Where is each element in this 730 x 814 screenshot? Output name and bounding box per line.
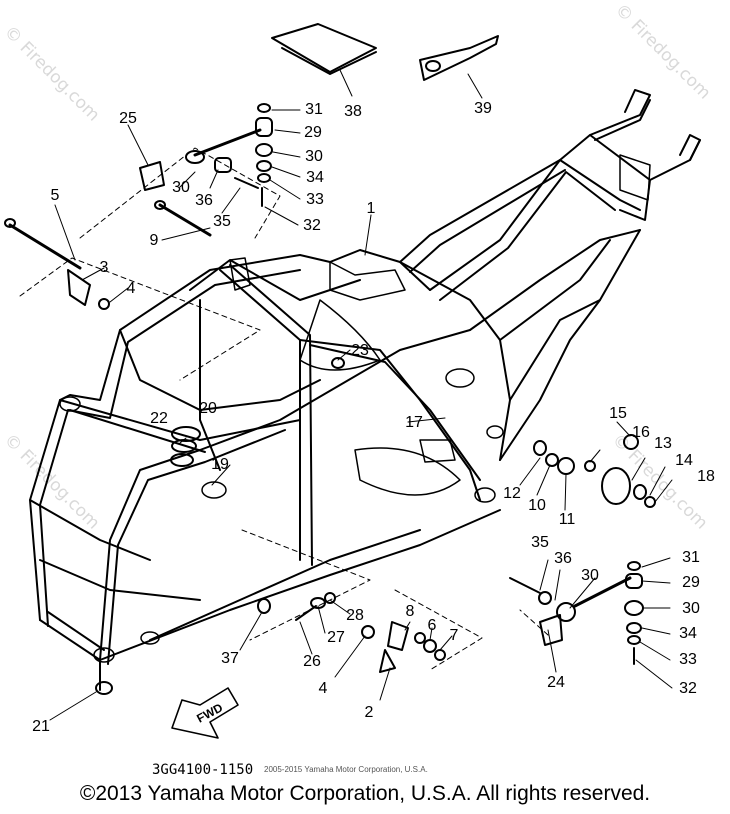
part-number-30-top[interactable]: 30 [305,148,323,165]
diagram-code: 3GG4100-1150 [152,762,254,778]
part-number-11[interactable]: 11 [558,511,576,528]
part-number-13[interactable]: 13 [654,435,672,452]
fwd-arrow [171,687,239,739]
part-number-2[interactable]: 2 [364,704,374,721]
part-number-3[interactable]: 3 [99,259,109,276]
part-number-28[interactable]: 28 [346,607,364,624]
part-number-34-right[interactable]: 34 [679,625,697,642]
diagram-code-copyright: 2005-2015 Yamaha Motor Corporation, U.S.… [264,765,428,774]
part-number-1[interactable]: 1 [366,200,376,217]
copyright-footer: ©2013 Yamaha Motor Corporation, U.S.A. A… [79,782,651,805]
part-number-38[interactable]: 38 [344,103,362,120]
part-number-6[interactable]: 6 [427,617,437,634]
part-number-37[interactable]: 37 [221,650,239,667]
part-number-32-top[interactable]: 32 [303,217,321,234]
part-number-33-top[interactable]: 33 [306,191,324,208]
hardware-right [509,434,656,665]
part-number-18[interactable]: 18 [697,468,715,485]
part-number-30-right[interactable]: 30 [682,600,700,617]
part-number-19[interactable]: 19 [211,456,229,473]
part-number-31-right[interactable]: 31 [682,549,700,566]
part-number-14[interactable]: 14 [675,452,693,469]
part-number-32-right[interactable]: 32 [679,680,697,697]
part-number-16[interactable]: 16 [632,424,650,441]
part-number-10[interactable]: 10 [528,497,546,514]
part-number-39[interactable]: 39 [474,100,492,117]
part-number-36-right[interactable]: 36 [554,550,572,567]
leader-lines [49,69,673,721]
part-number-23[interactable]: 23 [351,342,369,359]
part-number-30-mid[interactable]: 30 [581,567,599,584]
part-number-22[interactable]: 22 [150,410,168,427]
part-number-7[interactable]: 7 [449,627,459,644]
hardware-top-left [4,103,273,310]
part-number-4-top[interactable]: 4 [126,280,136,297]
part-number-17[interactable]: 17 [405,414,423,431]
part-number-35-right[interactable]: 35 [531,534,549,551]
part-number-27[interactable]: 27 [327,629,345,646]
part-number-34-top[interactable]: 34 [306,169,324,186]
frame-rails [29,99,701,691]
part-number-15[interactable]: 15 [609,405,627,422]
frame-details [59,154,651,663]
part-number-30-left[interactable]: 30 [172,179,190,196]
part-number-9[interactable]: 9 [149,232,159,249]
parts-top [271,23,499,81]
part-number-21[interactable]: 21 [32,718,50,735]
part-number-12[interactable]: 12 [503,485,521,502]
part-number-24[interactable]: 24 [547,674,565,691]
part-number-35-top[interactable]: 35 [213,213,231,230]
part-number-31-top[interactable]: 31 [305,101,323,118]
part-number-36-top[interactable]: 36 [195,192,213,209]
part-number-8[interactable]: 8 [405,603,415,620]
part-number-25[interactable]: 25 [119,110,137,127]
hardware-bottom [95,592,446,695]
part-number-26[interactable]: 26 [303,653,321,670]
part-number-29-right[interactable]: 29 [682,574,700,591]
group-outlines [19,147,549,671]
part-number-5[interactable]: 5 [50,187,60,204]
part-number-33-right[interactable]: 33 [679,651,697,668]
part-number-20[interactable]: 20 [199,400,217,417]
rear-subframe [399,89,701,273]
part-number-29-top[interactable]: 29 [304,124,322,141]
part-number-4-bottom[interactable]: 4 [318,680,328,697]
